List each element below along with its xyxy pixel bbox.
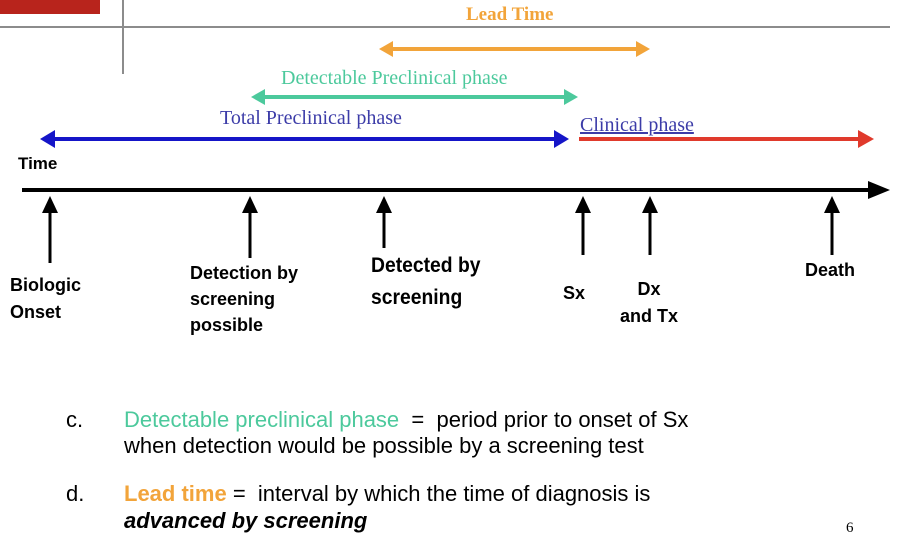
- event-label-detected: Detected by screening: [371, 254, 481, 309]
- page-number: 6: [846, 520, 854, 536]
- timeline-diagram: [22, 41, 890, 263]
- definition-c: Detectable preclinical phase = period pr…: [124, 408, 688, 432]
- definition-c-equals: =: [399, 407, 437, 432]
- definition-d-marker: d.: [66, 481, 85, 506]
- header-rule-vertical: [122, 0, 124, 74]
- event-arrow-biologic-onset: [42, 196, 58, 263]
- clinical-phase-label: Clinical phase: [580, 114, 694, 136]
- event-arrow-detected: [376, 196, 392, 248]
- detectable-preclinical-label: Detectable Preclinical phase: [281, 67, 508, 89]
- event-arrow-death: [824, 196, 840, 255]
- definition-c-term: Detectable preclinical phase: [124, 407, 400, 432]
- event-arrow-dx-tx: [642, 196, 658, 255]
- time-label: Time: [18, 154, 58, 173]
- event-label-death: Death: [805, 260, 856, 280]
- total-preclinical-label: Total Preclinical phase: [220, 107, 402, 129]
- clinical-phase-arrow: [579, 130, 874, 148]
- event-label-biologic-onset: Biologic Onset: [10, 275, 81, 322]
- header-red-block: [0, 0, 100, 14]
- header-rule-horizontal: [0, 26, 890, 28]
- lead-time-arrow: [379, 41, 650, 57]
- definition-c-text-line1: period prior to onset of Sx: [436, 407, 689, 432]
- definition-d-text-line2: advanced by screening: [124, 508, 368, 533]
- definition-c-marker: c.: [66, 407, 84, 432]
- event-label-sx: Sx: [563, 283, 586, 303]
- detectable-preclinical-arrow: [251, 89, 578, 105]
- definition-d-term: Lead time: [124, 481, 227, 506]
- definition-d: Lead time = interval by which the time o…: [124, 482, 650, 506]
- definition-c-text-line2: when detection would be possible by a sc…: [124, 433, 644, 458]
- event-label-dx-tx: Dx and Tx: [620, 279, 679, 326]
- definition-d-equals: =: [226, 481, 258, 506]
- time-axis-arrow: [22, 181, 890, 199]
- event-label-detection-possible: Detection by screening possible: [190, 263, 299, 335]
- total-preclinical-arrow: [40, 130, 569, 148]
- lead-time-label: Lead Time: [466, 4, 554, 25]
- definition-d-text-line1: interval by which the time of diagnosis …: [257, 481, 651, 506]
- event-arrow-detection-possible: [242, 196, 258, 258]
- event-arrow-sx: [575, 196, 591, 255]
